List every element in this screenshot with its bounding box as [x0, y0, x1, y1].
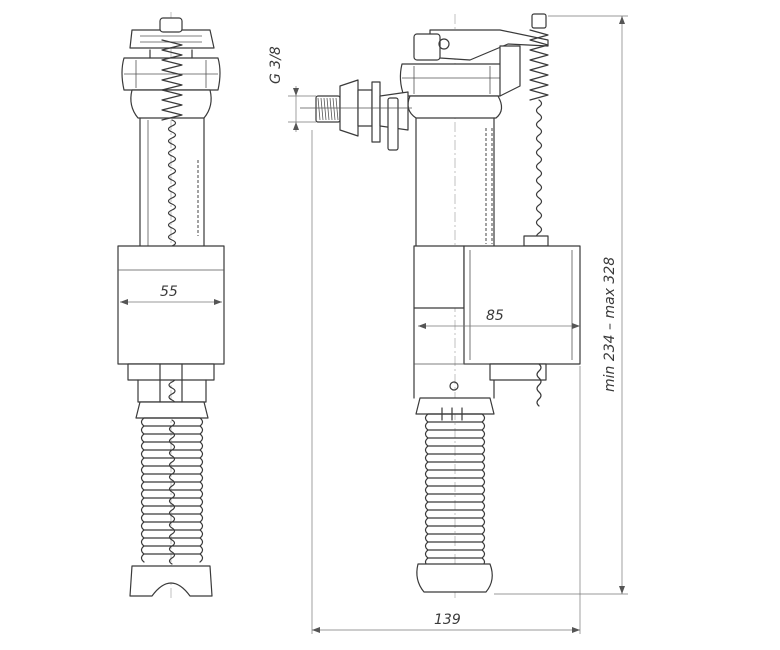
dim-overall-width: 139 [434, 612, 461, 628]
inlet-fitting [300, 79, 412, 151]
front-hose [140, 417, 204, 565]
side-view: 85 139 min 234 – max 328 G 3/8 [268, 13, 628, 634]
side-hose [424, 413, 486, 567]
dim-box-width-side: 85 [486, 308, 504, 324]
dim-thread-size: G 3/8 [268, 46, 284, 84]
front-view: 55 [117, 12, 225, 600]
dim-height-range: min 234 – max 328 [602, 257, 618, 392]
side-top-spring [529, 29, 549, 101]
dim-body-width-front: 55 [160, 284, 178, 300]
